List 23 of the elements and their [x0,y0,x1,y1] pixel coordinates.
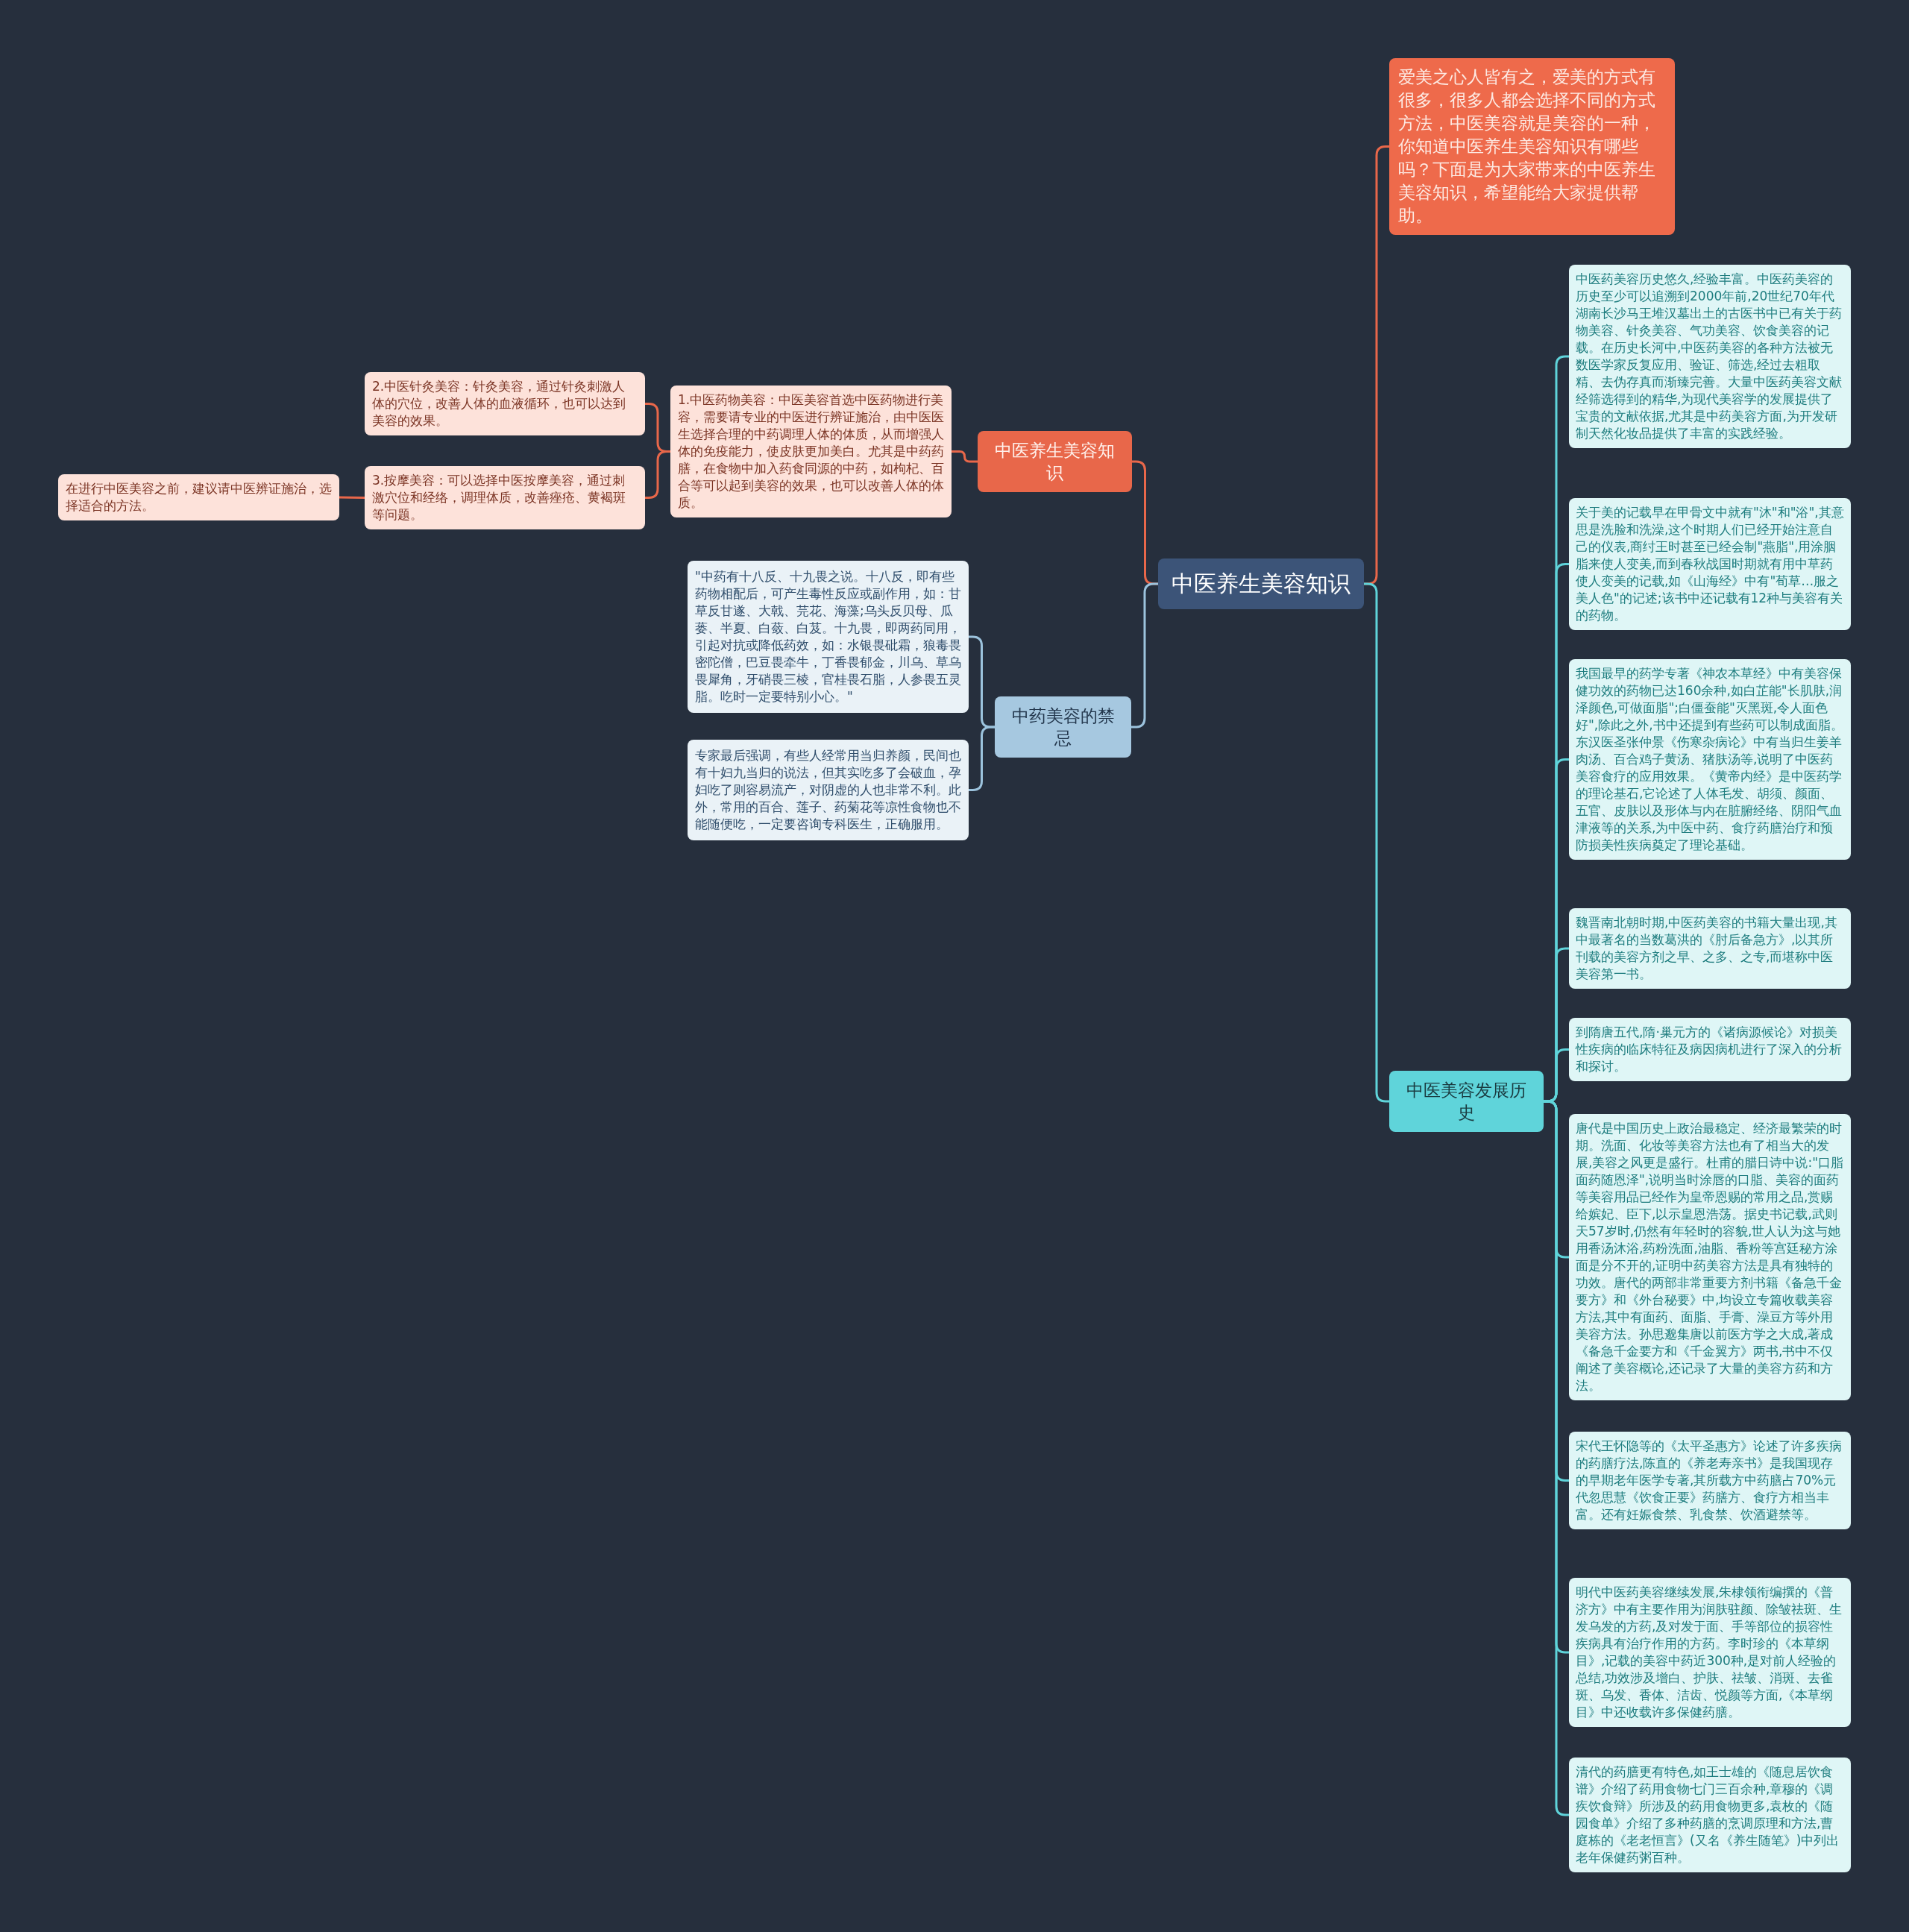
connector-line [1131,582,1158,729]
subtopic-box: 在进行中医美容之前，建议请中医辨证施治，选择适合的方法。 [58,474,339,520]
connector-line [952,450,978,463]
intro-box: 爱美之心人皆有之，爱美的方式有很多，很多人都会选择不同的方式方法，中医美容就是美容的一种，你知道中医养生美容知识有哪些吗？下面是为大家带来的中医养生美容知识，希望能给大家提供帮助。 [1389,58,1675,235]
subtopic-box: 魏晋南北朝时期,中医药美容的书籍大量出现,其中最著名的当数葛洪的《肘后备急方》,以其所刊载的美容方剂之早、之多、之专,而堪称中医美容第一书。 [1569,908,1851,989]
subtopic-box: 清代的药膳更有特色,如王士雄的《随息居饮食谱》介绍了药用食物七门三百余种,章穆的《调疾饮食辩》所涉及的药用食物更多,袁枚的《随园食单》介绍了多种药膳的烹调原理和方法,曹庭栋的《老老恒言》(又名《养生随笔》)中列出老年保健药粥百种。 [1569,1758,1851,1872]
branch-topic-box: 中医养生美容知识 [978,431,1132,492]
subtopic-box: 3.按摩美容：可以选择中医按摩美容，通过刺激穴位和经络，调理体质，改善痤疮、黄褐斑等问题。 [365,466,645,529]
subtopic-box: 唐代是中国历史上政治最稳定、经济最繁荣的时期。洗面、化妆等美容方法也有了相当大的发展,美容之风更是盛行。杜甫的腊日诗中说:"口脂面药随恩泽",说明当时涂唇的口脂、美容的面药等美容用品已经作为皇帝恩赐的常用之品,赏赐给嫔妃、臣下,以示皇恩浩荡。据史书记载,武则天57岁时,仍然有年轻时的容貌,世人认为这与她用香汤沐浴,药粉洗面,油脂、香粉等宫廷秘方涂面是分不开的,证明中药美容方法是具有独特的功效。唐代的两部非常重要方剂书籍《备急千金要方》和《外台秘要》中,均设立专篇收载美容方法,其中有面药、面脂、手膏、澡豆方等外用美容方法。孙思邈集唐以前医方学之大成,著成《备急千金要方和《千金翼方》两书,书中不仅阐述了美容概论,还记录了大量的美容方药和方法。 [1569,1114,1851,1400]
branch-topic-box: 中药美容的禁忌 [995,696,1131,758]
central-topic-box: 中医养生美容知识 [1158,558,1364,609]
subtopic-box: 1.中医药物美容：中医美容首选中医药物进行美容，需要请专业的中医进行辨证施治，由中医医生选择合理的中药调理人体的体质，从而增强人体的免疫能力，使皮肤更加美白。尤其是中药药膳，在食物中加入药食同源的中药，如枸杞、百合等可以起到美容的效果，也可以改善人体的体质。 [670,386,952,517]
subtopic-box: 我国最早的药学专著《神农本草经》中有美容保健功效的药物已达160余种,如白芷能"长肌肤,润泽颜色,可做面脂";白僵蚕能"灭黑斑,令人面色好",除此之外,书中还提到有些药可以制成面脂。东汉医圣张仲景《伤寒杂病论》中有当归生姜羊肉汤、百合鸡子黄汤、猪肤汤等,说明了中医药美容食疗的应用效果。《黄帝内经》是中医药学的理论基石,它论述了人体毛发、胡须、颜面、五官、皮肤以及形体与内在脏腑经络、阴阳气血津液等的关系,为中医中药、食疗药膳治疗和预防损美性疾病奠定了理论基础。 [1569,659,1851,860]
subtopic-box: 到隋唐五代,隋·巢元方的《诸病源候论》对损美性疾病的临床特征及病因病机进行了深入的分析和探讨。 [1569,1018,1851,1081]
branch-topic-box: 中医美容发展历史 [1389,1071,1544,1132]
subtopic-box: 关于美的记载早在甲骨文中就有"沐"和"浴",其意思是洗脸和洗澡,这个时期人们已经开始注意自己的仪表,商纣王时甚至已经会制"燕脂",用涂胭脂来使人变美,而到春秋战国时期就有用中草药使人变美的记载,如《山海经》中有"荀草…服之美人色"的记述;该书中还记载有12种与美容有关的药物。 [1569,498,1851,630]
subtopic-box: 宋代王怀隐等的《太平圣惠方》论述了许多疾病的药膳疗法,陈直的《养老寿亲书》是我国现存的早期老年医学专著,其所载方中药膳占70%元代忽思慧《饮食正要》药膳方、食疗方相当丰富。还有妊娠食禁、乳食禁、饮酒避禁等。 [1569,1432,1851,1529]
subtopic-box: 明代中医药美容继续发展,朱棣领衔编撰的《普济方》中有主要作用为润肤驻颜、除皱祛斑、生发乌发的方药,及对发于面、手等部位的损容性疾病具有治疗作用的方药。李时珍的《本草纲目》,记载的美容中药近300种,是对前人经验的总结,功效涉及增白、护肤、祛皱、消斑、去雀斑、乌发、香体、洁齿、悦颜等方面,《本草纲目》中还收载许多保健药膳。 [1569,1578,1851,1727]
subtopic-box: 专家最后强调，有些人经常用当归养颜，民间也有十妇九当归的说法，但其实吃多了会破血，孕妇吃了则容易流产，对阴虚的人也非常不利。此外，常用的百合、莲子、药菊花等凉性食物也不能随便吃，一定要咨询专科医生，正确服用。 [688,740,969,840]
subtopic-box: 2.中医针灸美容：针灸美容，通过针灸刺激人体的穴位，改善人体的血液循环，也可以达到美容的效果。 [365,372,645,435]
subtopic-box: 中医药美容历史悠久,经验丰富。中医药美容的历史至少可以追溯到2000年前,20世纪70年代湖南长沙马王堆汉墓出土的古医书中已有关于药物美容、针灸美容、气功美容、饮食美容的记载。在历史长河中,中医药美容的各种方法被无数医学家反复应用、验证、筛选,经过去粗取精、去伪存真而渐臻完善。大量中医药美容文献经筛选得到的精华,为现代美容学的发展提供了宝贵的文献依据,尤其是中药美容方面,为开发研制天然化妆品提供了丰富的实践经验。 [1569,265,1851,448]
subtopic-box: "中药有十八反、十九畏之说。十八反，即有些药物相配后，可产生毒性反应或副作用，如：甘草反甘遂、大戟、芫花、海藻;乌头反贝母、瓜蒌、半夏、白蔹、白芨。十九畏，即两药同用，引起对抗或降低药效，如：水银畏砒霜，狼毒畏密陀僧，巴豆畏牵牛，丁香畏郁金，川乌、草乌畏犀角，牙硝畏三棱，官桂畏石脂，人参畏五灵脂。吃时一定要特别小心。" [688,561,969,713]
connector-line [339,496,365,499]
